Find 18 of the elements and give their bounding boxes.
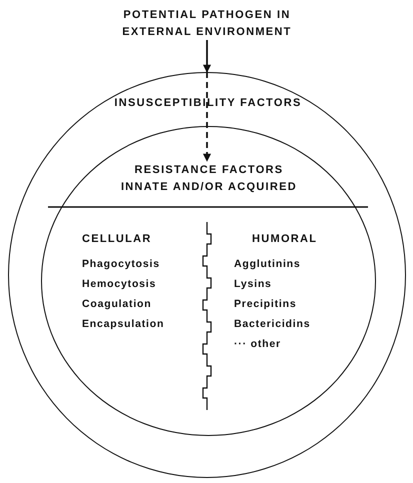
list-item: Coagulation (82, 297, 152, 312)
arrow (202, 40, 212, 73)
column-heading: HUMORAL (252, 232, 318, 247)
column-heading: CELLULAR (82, 232, 153, 247)
list-item: Phagocytosis (82, 257, 160, 272)
list-item: Lysins (234, 277, 272, 292)
list-item: Precipitins (234, 297, 296, 312)
circle-boundary (8, 72, 406, 478)
list-item: Bactericidins (234, 317, 310, 332)
band-label: INSUSCEPTIBILITY FACTORS (113, 96, 303, 111)
list-item: Hemocytosis (82, 277, 156, 292)
list-item: ··· other (234, 337, 281, 352)
heading: RESISTANCE FACTORS INNATE AND/OR ACQUIRED (120, 163, 298, 195)
list-item: Agglutinins (234, 257, 301, 272)
list-item: Encapsulation (82, 317, 164, 332)
heading: POTENTIAL PATHOGEN IN EXTERNAL ENVIRONMENT (121, 8, 293, 40)
circle-boundary (41, 126, 376, 436)
arrow (202, 72, 212, 162)
